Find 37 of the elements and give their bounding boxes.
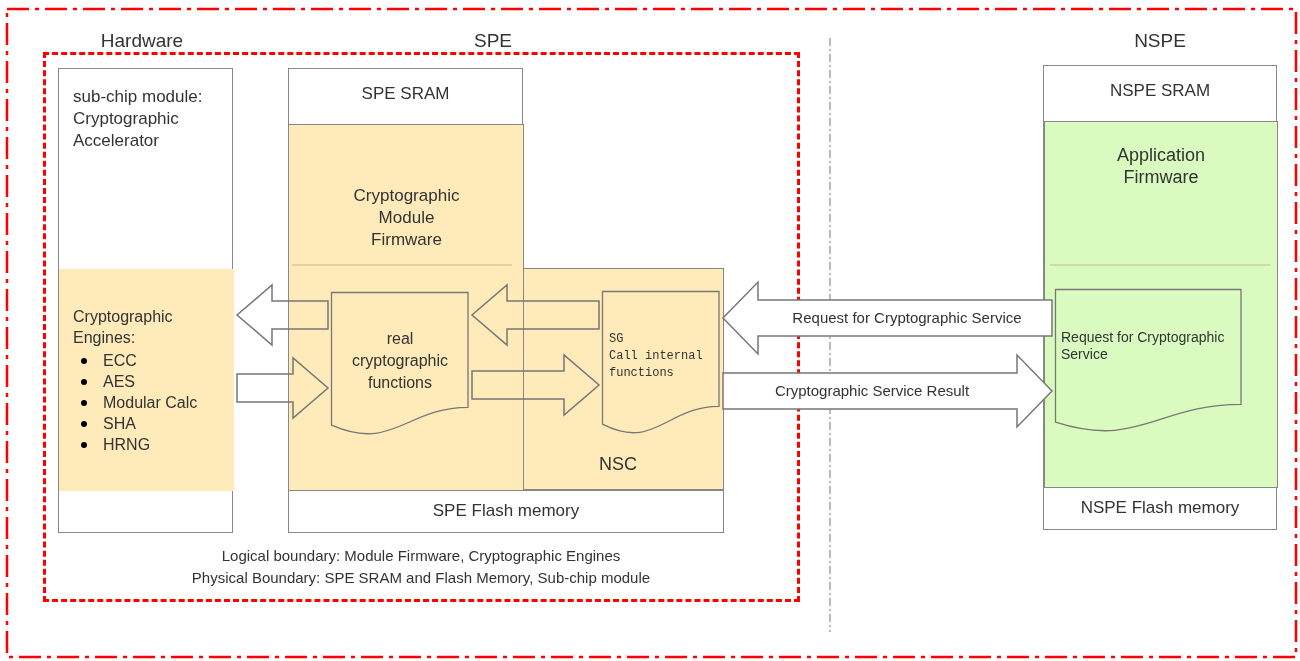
nsc-panel [523, 268, 724, 490]
engine-panel [59, 269, 234, 491]
block-arrow [235, 283, 329, 347]
node-text: SG [609, 331, 625, 348]
list-item: HRNG [73, 434, 223, 455]
block-arrow [721, 280, 1053, 356]
boundary-box [6, 8, 1297, 658]
module-box [58, 68, 233, 533]
edge-label: Request for Cryptographic Service [791, 308, 1023, 328]
block-arrow [722, 353, 1054, 429]
node-text: Call internal functions [609, 348, 704, 382]
column-heading: SPE [473, 29, 513, 53]
block-arrow [471, 353, 601, 417]
node-text: NSPE SRAM [1108, 80, 1212, 102]
list-item: AES [73, 371, 223, 392]
edge-label: Cryptographic Service Result [773, 381, 971, 401]
node-text: SPE SRAM [360, 83, 451, 105]
list-item: Modular Calc [73, 392, 223, 413]
node-text: real cryptographic functions [350, 329, 449, 393]
list-heading: Cryptographic Engines: [73, 307, 174, 348]
block-arrow [236, 356, 330, 420]
node-text: Application Firmware [1115, 144, 1207, 188]
node-text: SPE Flash memory [431, 500, 581, 522]
node-text: Cryptographic Module Firmware [352, 185, 461, 251]
node-text: sub-chip module: Cryptographic Accelerator [73, 86, 204, 152]
node-text: Physical Boundary: SPE SRAM and Flash Memory, Sub-chip module [190, 568, 652, 588]
column-heading: NSPE [1133, 29, 1187, 53]
node-text: NSC [599, 453, 638, 475]
node-text: NSPE Flash memory [1079, 497, 1241, 519]
node-text: Logical boundary: Module Firmware, Cryptographic Engines [220, 546, 622, 566]
node-text: Request for Cryptographic Service [1061, 329, 1226, 363]
column-heading: Hardware [99, 29, 185, 53]
block-arrow [470, 283, 600, 347]
memory-box [288, 490, 724, 533]
list-item: SHA [73, 413, 223, 434]
list-item: ECC [73, 350, 223, 371]
memory-box [1043, 487, 1277, 530]
